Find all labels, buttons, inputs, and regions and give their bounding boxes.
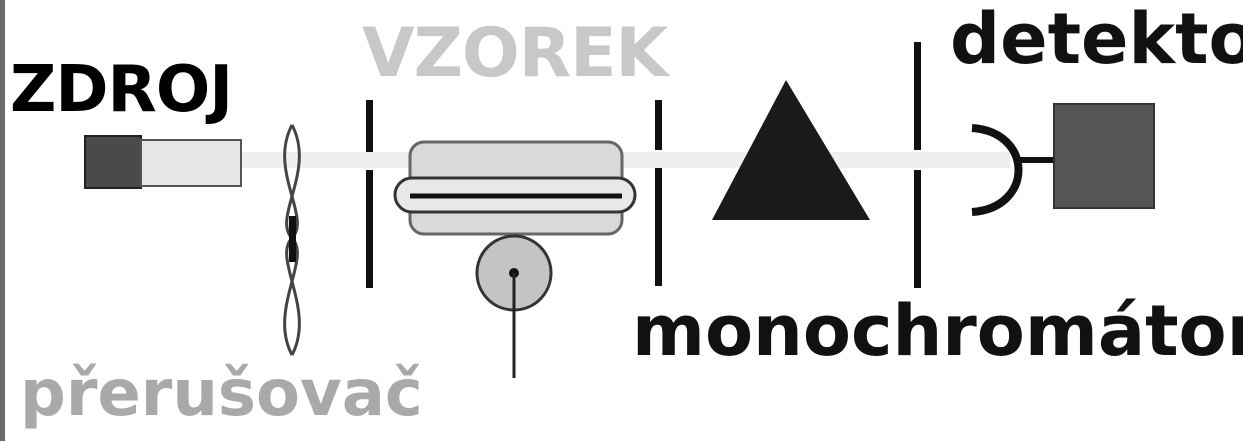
- frame-left-edge: [0, 0, 5, 441]
- monochromator-prism: [712, 80, 870, 220]
- intermediate-slit: [655, 100, 662, 286]
- source-lamp: [84, 135, 242, 189]
- exit-slit: [914, 42, 921, 288]
- entrance-slit: [366, 100, 373, 288]
- detector-label: detektor: [950, 0, 1243, 80]
- sample-label: VZOREK: [362, 14, 668, 93]
- monochromator-label: monochromátor: [632, 290, 1243, 372]
- sample-cuvette: [393, 140, 637, 236]
- chopper-label: přerušovač: [20, 357, 423, 431]
- detector: [971, 103, 1155, 216]
- sample-holder: [475, 234, 553, 378]
- source-label: ZDROJ: [10, 53, 233, 127]
- chopper: [283, 124, 301, 356]
